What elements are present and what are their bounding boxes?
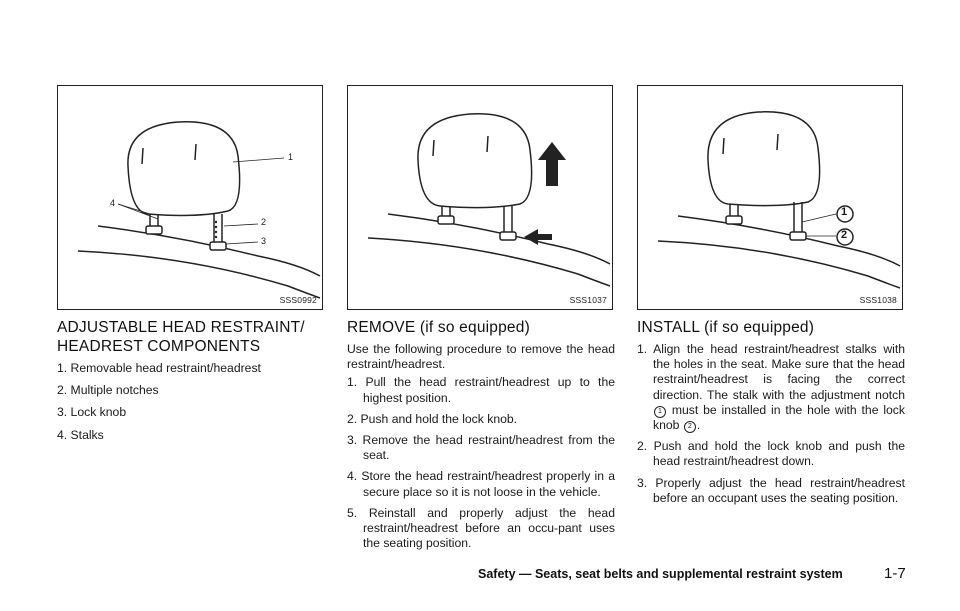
list-item: 3. Remove the head restraint/headrest fr… xyxy=(347,433,615,463)
list-item: 2. Push and hold the lock knob and push … xyxy=(637,439,905,469)
intro-paragraph: Use the following procedure to remove th… xyxy=(347,342,615,372)
list-item: 4. Store the head restraint/headrest pro… xyxy=(347,469,615,499)
heading-line-2: HEADREST COMPONENTS xyxy=(57,338,261,355)
figure-headrest-remove: SSS1037 xyxy=(347,85,613,310)
list-item: 1. Removable head restraint/headrest xyxy=(57,361,261,375)
figure-headrest-install: 1 2 SSS1038 xyxy=(637,85,903,310)
list-item: 1. Align the head restraint/headrest sta… xyxy=(637,342,905,434)
page-number: 1-7 xyxy=(884,565,906,582)
list-item: 5. Reinstall and properly adjust the hea… xyxy=(347,505,615,551)
callout-3: 3 xyxy=(261,236,267,246)
list-item: 4. Stalks xyxy=(57,427,104,442)
callout-2: 2 xyxy=(261,217,267,227)
section-heading: REMOVE (if so equipped) xyxy=(347,319,530,336)
list-item: 3. Properly adjust the head restraint/he… xyxy=(637,475,905,505)
remove-steps: 1. Pull the head restraint/headrest up t… xyxy=(347,375,615,551)
step-text: 1. Align the head restraint/headrest sta… xyxy=(637,342,905,402)
list-item: 2. Push and hold the lock knob. xyxy=(347,411,518,426)
figure-code: SSS1038 xyxy=(859,295,897,305)
arrow-up-icon xyxy=(538,142,566,186)
figure-code: SSS1037 xyxy=(569,295,607,305)
ref-2: 2 xyxy=(683,421,696,434)
section-install: INSTALL (if so equipped) 1. Align the he… xyxy=(637,318,905,512)
headrest-install-illustration xyxy=(657,111,901,289)
section-heading: ADJUSTABLE HEAD RESTRAINT/ HEADREST COMP… xyxy=(57,318,325,356)
footer-text: Safety — Seats, seat belts and supplemen… xyxy=(478,567,843,581)
arrow-left-icon xyxy=(524,229,552,245)
figure-code: SSS0992 xyxy=(279,295,317,305)
heading-line-1: ADJUSTABLE HEAD RESTRAINT/ xyxy=(57,319,305,336)
section-components: ADJUSTABLE HEAD RESTRAINT/ HEADREST COMP… xyxy=(57,318,325,450)
callout-1: 1 xyxy=(841,206,848,218)
callout-2: 2 xyxy=(841,229,848,241)
install-steps: 1. Align the head restraint/headrest sta… xyxy=(637,342,905,506)
list-item: 3. Lock knob xyxy=(57,405,127,420)
list-item: 1. Pull the head restraint/headrest up t… xyxy=(347,375,615,405)
headrest-components-illustration xyxy=(77,121,321,299)
ref-1: 1 xyxy=(654,405,666,418)
list-item: 2. Multiple notches xyxy=(57,383,159,398)
callout-1: 1 xyxy=(288,152,294,162)
section-remove: REMOVE (if so equipped) Use the followin… xyxy=(347,318,615,557)
section-heading: INSTALL (if so equipped) xyxy=(637,319,815,336)
step-text: must be installed in the hole with the l… xyxy=(653,402,905,433)
figure-headrest-components: 1 2 3 4 SSS0992 xyxy=(57,85,323,310)
callout-4: 4 xyxy=(110,198,116,208)
step-text: . xyxy=(696,418,701,433)
headrest-remove-illustration xyxy=(367,113,611,287)
components-list: 1. Removable head restraint/headrest 2. … xyxy=(57,361,325,443)
